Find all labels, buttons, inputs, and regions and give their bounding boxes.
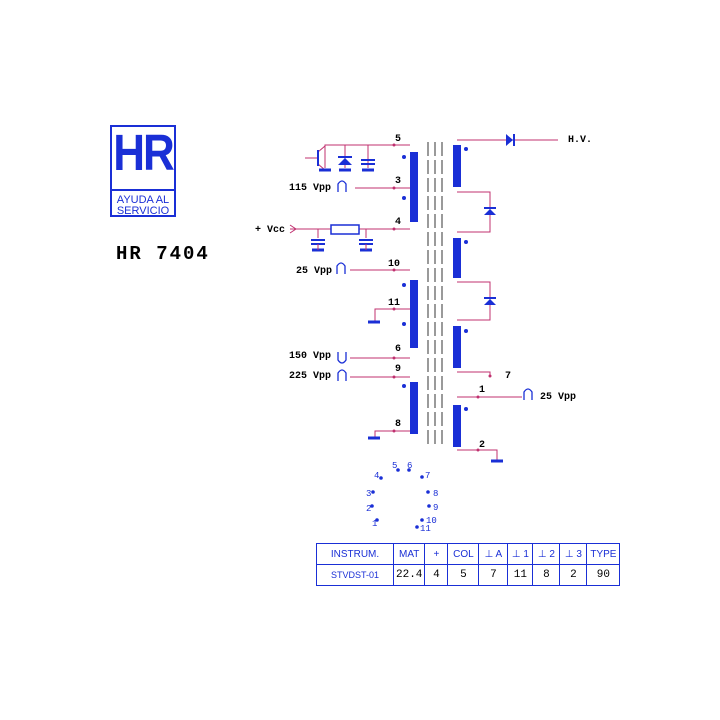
- spec-header-type: TYPE: [586, 543, 621, 565]
- spec-header-row: INSTRUM. MAT + COL ⊥ A ⊥ 1 ⊥ 2 ⊥ 3 TYPE: [316, 543, 621, 565]
- socket-pin-5: 5: [392, 461, 397, 471]
- ground-symbols: [312, 168, 503, 463]
- pin-label-11: 11: [388, 298, 400, 309]
- winding-10-6: [410, 280, 418, 348]
- hv-diode-1: [484, 209, 496, 215]
- socket-pinout: 1 2 3 4 5 6 7 8 9 10 11: [366, 461, 438, 534]
- socket-pin-6: 6: [407, 461, 412, 471]
- label-hv: H.V.: [568, 135, 592, 146]
- hv-diode-2: [484, 299, 496, 305]
- pin-label-10: 10: [388, 259, 400, 270]
- spec-value-mat: 22.4: [392, 564, 426, 586]
- diodes: [338, 134, 515, 305]
- resistor: [330, 224, 360, 235]
- label-vcc: + Vcc: [255, 225, 285, 236]
- spec-header-instrum: INSTRUM.: [316, 543, 394, 565]
- vcc-arrow: [289, 224, 297, 234]
- spec-header-ground-1: ⊥ 1: [507, 543, 534, 565]
- label-225vpp: 225 Vpp: [289, 371, 331, 382]
- label-25vpp-b: 25 Vpp: [540, 392, 576, 403]
- socket-pin-10: 10: [426, 516, 437, 526]
- hr-logo: HR AYUDA AL SERVICIO: [110, 125, 176, 217]
- socket-pin-3: 3: [366, 489, 371, 499]
- spec-value-ground-1: 11: [507, 564, 534, 586]
- logo-line-2: SERVICIO: [116, 205, 170, 217]
- spec-value-row: STVDST-01 22.4 4 5 7 11 8 2 90: [316, 564, 621, 586]
- spec-header-col: COL: [447, 543, 480, 565]
- pin-label-7: 7: [505, 371, 511, 382]
- socket-pin-4: 4: [374, 471, 379, 481]
- socket-pin-11: 11: [420, 524, 431, 534]
- spec-value-col: 5: [447, 564, 480, 586]
- label-25vpp-a: 25 Vpp: [296, 266, 332, 277]
- spec-header-ground-2: ⊥ 2: [532, 543, 561, 565]
- winding-1-2: [453, 405, 461, 447]
- logo-line-1: AYUDA AL: [116, 194, 170, 206]
- label-115vpp: 115 Vpp: [289, 183, 331, 194]
- hv-diode-out: [506, 134, 513, 146]
- pin-label-3: 3: [395, 176, 401, 187]
- pin-label-5: 5: [395, 134, 401, 145]
- winding-hv-3: [453, 326, 461, 368]
- socket-pin-7: 7: [425, 471, 430, 481]
- pulse-waveforms: [336, 180, 533, 400]
- spec-value-ground-2: 8: [532, 564, 561, 586]
- winding-9-8: [410, 382, 418, 434]
- logo-divider: [112, 189, 174, 191]
- socket-pin-1: 1: [372, 519, 377, 529]
- pin-label-1: 1: [479, 385, 485, 396]
- pin-label-6: 6: [395, 344, 401, 355]
- socket-pin-9: 9: [433, 503, 438, 513]
- spec-value-instrum: STVDST-01: [316, 564, 394, 586]
- pin-markers: [392, 143, 492, 452]
- socket-pin-8: 8: [433, 489, 438, 499]
- spec-table: INSTRUM. MAT + COL ⊥ A ⊥ 1 ⊥ 2 ⊥ 3 TYPE …: [316, 543, 621, 586]
- logo-letters: HR: [113, 125, 175, 182]
- winding-dots: [402, 147, 468, 411]
- model-title: HR 7404: [116, 243, 210, 265]
- damper-diode: [338, 158, 352, 165]
- spec-value-ground-3: 2: [559, 564, 588, 586]
- pin-label-2: 2: [479, 440, 485, 451]
- winding-hv-2: [453, 238, 461, 278]
- pin-label-8: 8: [395, 419, 401, 430]
- pin-label-4: 4: [395, 217, 401, 228]
- spec-header-plus: +: [424, 543, 449, 565]
- winding-5-4: [410, 152, 418, 222]
- primary-windings: [410, 145, 461, 447]
- spec-header-ground-a: ⊥ A: [478, 543, 509, 565]
- spec-value-plus: 4: [424, 564, 449, 586]
- winding-hv-1: [453, 145, 461, 187]
- spec-value-ground-a: 7: [478, 564, 509, 586]
- spec-header-ground-3: ⊥ 3: [559, 543, 588, 565]
- spec-header-mat: MAT: [392, 543, 426, 565]
- label-150vpp: 150 Vpp: [289, 351, 331, 362]
- pin-label-9: 9: [395, 364, 401, 375]
- socket-pin-2: 2: [366, 504, 371, 514]
- spec-value-type: 90: [586, 564, 621, 586]
- transformer-core: [427, 142, 443, 448]
